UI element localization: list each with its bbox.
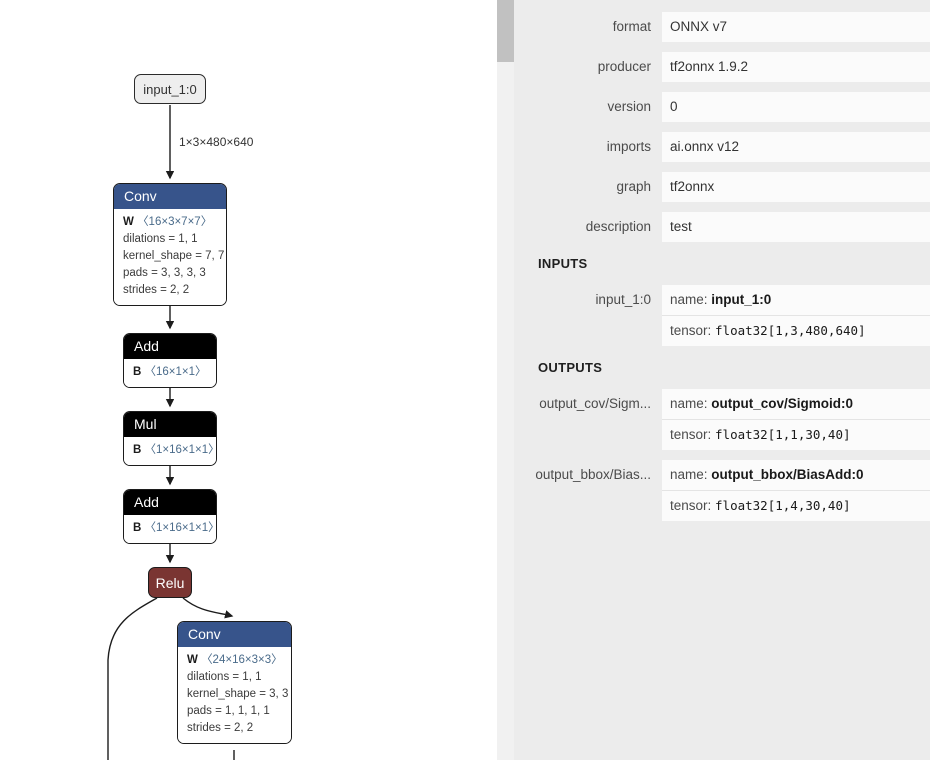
attr-kernel-shape: kernel_shape = 3, 3 [187, 688, 289, 700]
graph-node-input_1_0[interactable]: input_1:0 [134, 74, 206, 104]
attr-bias: B 〈1×16×1×1〉 [133, 522, 217, 534]
input-label: input_1:0 [595, 292, 651, 307]
output-tensor-value: tensor: float32[1,1,30,40] [662, 420, 930, 450]
output-value-stack: name: output_cov/Sigmoid:0 tensor: float… [662, 389, 930, 450]
input-tensor-value: tensor: float32[1,3,480,640] [662, 316, 930, 346]
property-label: format [612, 19, 651, 34]
attr-pads: pads = 1, 1, 1, 1 [187, 705, 270, 717]
property-label: version [607, 99, 651, 114]
attr-kernel-shape: kernel_shape = 7, 7 [123, 250, 225, 262]
property-value-stack: tf2onnx [662, 172, 930, 202]
property-row-format: format ONNX v7 [514, 12, 930, 42]
section-title-outputs: OUTPUTS [538, 360, 603, 375]
graph-node-add-2[interactable]: Add B 〈1×16×1×1〉 [123, 489, 217, 544]
attr-strides: strides = 2, 2 [123, 284, 190, 296]
property-value: 0 [662, 92, 930, 122]
property-value-stack: tf2onnx 1.9.2 [662, 52, 930, 82]
graph-canvas[interactable]: input_1:0 1×3×480×640 Conv W 〈16×3×7×7〉 … [0, 0, 497, 760]
attr-strides: strides = 2, 2 [187, 722, 254, 734]
edge-label-input-shape: 1×3×480×640 [179, 135, 254, 149]
output-name-value: name: output_bbox/BiasAdd:0 [662, 460, 930, 491]
output-row-output_bbox_biasadd[interactable]: output_bbox/Bias... name: output_bbox/Bi… [514, 460, 930, 521]
graph-node-attributes: B 〈16×1×1〉 [124, 359, 216, 387]
property-value: test [662, 212, 930, 242]
property-value-stack: 0 [662, 92, 930, 122]
edge-relu1-skip-branch [107, 597, 158, 760]
section-title-inputs: INPUTS [538, 256, 588, 271]
output-row-output_cov_sigmoid[interactable]: output_cov/Sigm... name: output_cov/Sigm… [514, 389, 930, 450]
property-label: imports [606, 139, 651, 154]
input-value-stack: name: input_1:0 tensor: float32[1,3,480,… [662, 285, 930, 346]
graph-node-header: Add [124, 334, 216, 359]
attr-pads: pads = 3, 3, 3, 3 [123, 267, 206, 279]
input-row-input_1_0[interactable]: input_1:0 name: input_1:0 tensor: float3… [514, 285, 930, 346]
model-properties-sidebar[interactable]: format ONNX v7 producer tf2onnx 1.9.2 ve… [514, 0, 930, 760]
property-row-graph: graph tf2onnx [514, 172, 930, 202]
graph-node-attributes: B 〈1×16×1×1〉 [124, 437, 216, 465]
attr-weight: W 〈16×3×7×7〉 [123, 216, 213, 228]
graph-node-header: Add [124, 490, 216, 515]
property-value-stack: ONNX v7 [662, 12, 930, 42]
output-label: output_bbox/Bias... [535, 467, 651, 482]
output-label: output_cov/Sigm... [539, 396, 651, 411]
scrollbar-thumb[interactable] [497, 0, 514, 62]
graph-node-mul-1[interactable]: Mul B 〈1×16×1×1〉 [123, 411, 217, 466]
graph-node-relu-1[interactable]: Relu [148, 567, 192, 598]
graph-vertical-scrollbar[interactable] [497, 0, 514, 760]
graph-node-header: Conv [178, 622, 291, 647]
property-value-stack: ai.onnx v12 [662, 132, 930, 162]
attr-dilations: dilations = 1, 1 [123, 233, 198, 245]
edge-relu1-to-conv2 [182, 597, 234, 619]
graph-node-attributes: W 〈24×16×3×3〉 dilations = 1, 1 kernel_sh… [178, 647, 291, 743]
graph-node-header: Conv [114, 184, 226, 209]
property-label: graph [616, 179, 651, 194]
property-label: producer [597, 59, 651, 74]
graph-edges [107, 105, 235, 760]
input-name-value: name: input_1:0 [662, 285, 930, 316]
property-value: ai.onnx v12 [662, 132, 930, 162]
property-row-producer: producer tf2onnx 1.9.2 [514, 52, 930, 82]
attr-bias: B 〈16×1×1〉 [133, 366, 207, 378]
attr-weight: W 〈24×16×3×3〉 [187, 654, 283, 666]
property-label: description [585, 219, 651, 234]
property-value: ONNX v7 [662, 12, 930, 42]
graph-node-conv-2[interactable]: Conv W 〈24×16×3×3〉 dilations = 1, 1 kern… [177, 621, 292, 744]
output-value-stack: name: output_bbox/BiasAdd:0 tensor: floa… [662, 460, 930, 521]
graph-node-attributes: B 〈1×16×1×1〉 [124, 515, 216, 543]
property-row-imports: imports ai.onnx v12 [514, 132, 930, 162]
graph-node-attributes: W 〈16×3×7×7〉 dilations = 1, 1 kernel_sha… [114, 209, 226, 305]
graph-node-conv-1[interactable]: Conv W 〈16×3×7×7〉 dilations = 1, 1 kerne… [113, 183, 227, 306]
output-tensor-value: tensor: float32[1,4,30,40] [662, 491, 930, 521]
property-row-description: description test [514, 212, 930, 242]
attr-dilations: dilations = 1, 1 [187, 671, 262, 683]
attr-bias: B 〈1×16×1×1〉 [133, 444, 217, 456]
property-value: tf2onnx 1.9.2 [662, 52, 930, 82]
graph-node-label: Relu [155, 574, 185, 591]
graph-node-label: input_1:0 [143, 81, 197, 97]
property-value-stack: test [662, 212, 930, 242]
property-row-version: version 0 [514, 92, 930, 122]
graph-node-header: Mul [124, 412, 216, 437]
output-name-value: name: output_cov/Sigmoid:0 [662, 389, 930, 420]
graph-node-add-1[interactable]: Add B 〈16×1×1〉 [123, 333, 217, 388]
property-value: tf2onnx [662, 172, 930, 202]
